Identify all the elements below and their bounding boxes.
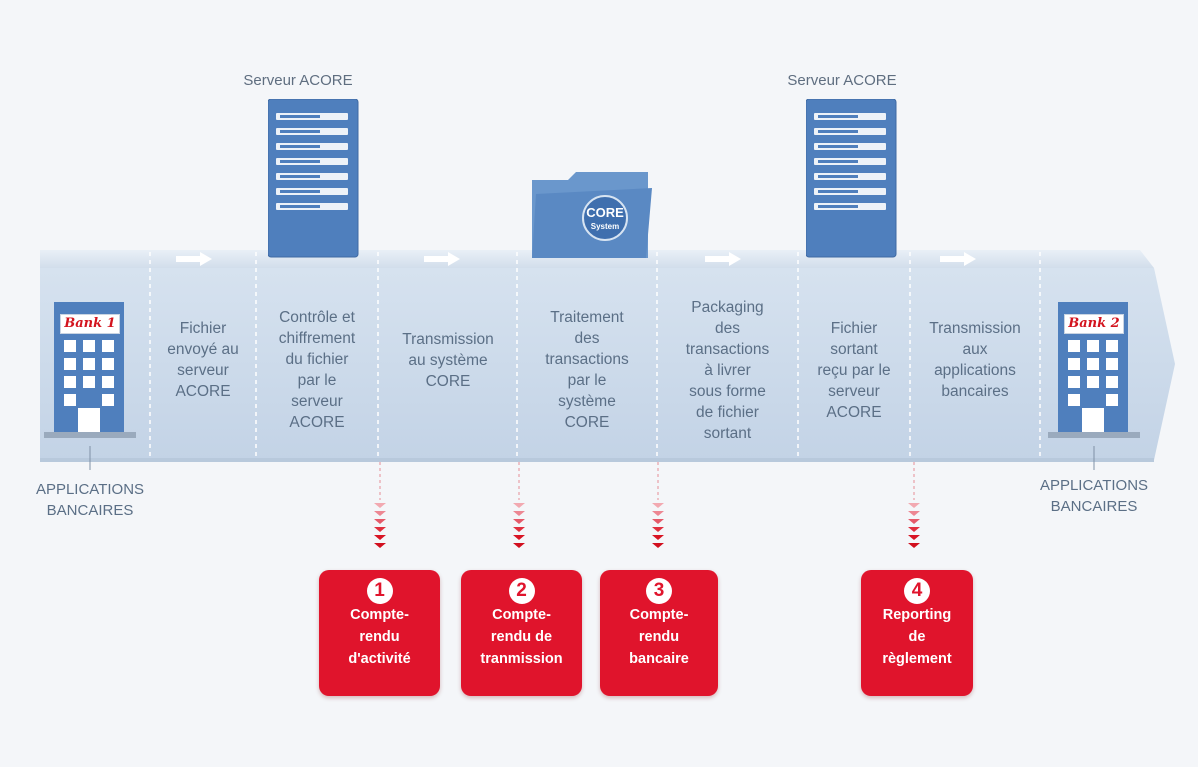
bank-sign: Bank 1: [60, 314, 120, 334]
bank-label: APPLICATIONS BANCAIRES: [35, 481, 145, 519]
server-icon: [268, 99, 359, 258]
server-label: Serveur ACORE: [243, 72, 353, 89]
arrow-right-icon: [176, 252, 212, 266]
bank-sign: Bank 2: [1064, 314, 1124, 334]
chevron-down-icon: [374, 503, 386, 548]
stage-text: Transmission au système CORE: [402, 330, 494, 390]
stage-text: Transmission aux applications bancaires: [929, 320, 1021, 400]
report-text: Compte- rendu d'activité: [348, 607, 411, 667]
bank-label: APPLICATIONS BANCAIRES: [1039, 477, 1149, 515]
arrow-right-icon: [940, 252, 976, 266]
core-folder-line1: CORE: [586, 205, 624, 220]
report-number: 1: [366, 578, 393, 604]
server-label: Serveur ACORE: [787, 72, 897, 89]
report-number: 3: [646, 578, 672, 604]
chevron-down-icon: [908, 503, 920, 548]
report-box: 3 Compte- rendu bancaire: [600, 570, 718, 696]
report-text: Compte- rendu de tranmission: [480, 607, 563, 667]
chevron-down-icon: [513, 503, 525, 548]
folder-icon: CORE System: [532, 172, 652, 258]
report-box: 1 Compte- rendu d'activité: [319, 570, 440, 696]
stage-text: Fichier sortant reçu par le serveur ACOR…: [817, 319, 891, 421]
stage-text: Contrôle et chiffrement du fichier par l…: [278, 309, 356, 431]
report-text: Compte- rendu bancaire: [629, 607, 689, 667]
report-text: Reporting de règlement: [882, 607, 952, 667]
report-number: 2: [508, 578, 535, 604]
bank-1: Bank 1: [40, 296, 140, 446]
stage-text: Traitement des transactions par le systè…: [545, 309, 629, 431]
report-number: 4: [904, 578, 930, 604]
arrow-right-icon: [705, 252, 741, 266]
core-folder-line2: System: [591, 222, 619, 231]
server-icon: [806, 99, 897, 258]
stage-text: Packaging des transactions à livrer sous…: [685, 298, 770, 442]
chevron-down-icon: [652, 503, 664, 548]
report-box: 2 Compte- rendu de tranmission: [461, 570, 582, 696]
arrow-right-icon: [424, 252, 460, 266]
report-box: 4 Reporting de règlement: [861, 570, 973, 696]
stage-text: Fichier envoyé au serveur ACORE: [167, 320, 239, 400]
bank-2: Bank 2: [1044, 296, 1144, 446]
